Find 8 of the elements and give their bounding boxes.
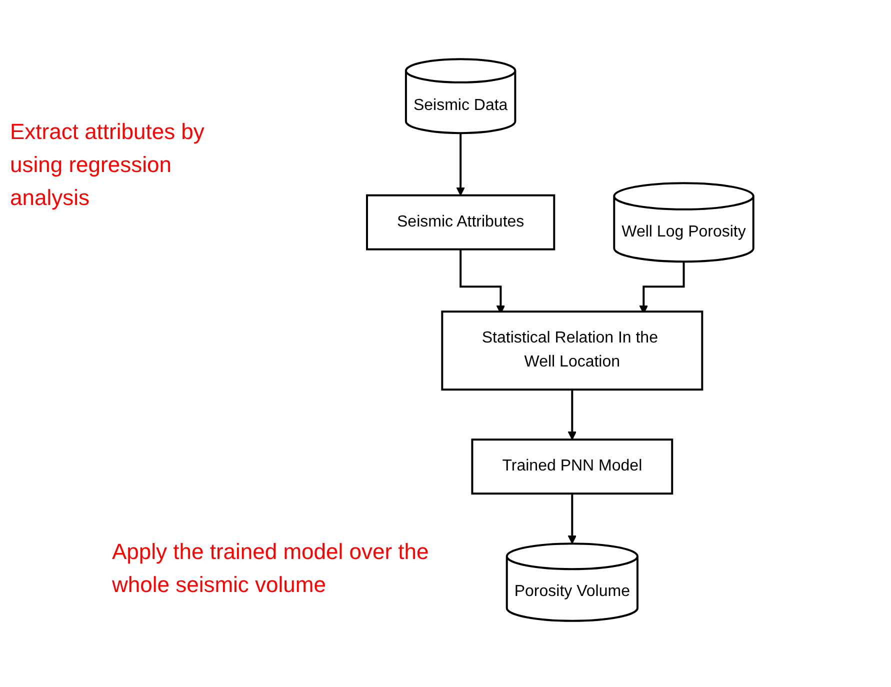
node-box: Seismic Attributes [366,194,555,250]
arrow [568,492,576,544]
annotation-note: Apply the trained model over the whole seismic volume [112,538,430,599]
arrow [568,388,576,440]
node-box: Statistical Relation In the Well Location [440,310,703,391]
arrow [456,132,465,196]
node-box: Trained PNN Model [471,438,673,495]
annotation-note: Extract attributes by using regression analysis [10,118,206,212]
